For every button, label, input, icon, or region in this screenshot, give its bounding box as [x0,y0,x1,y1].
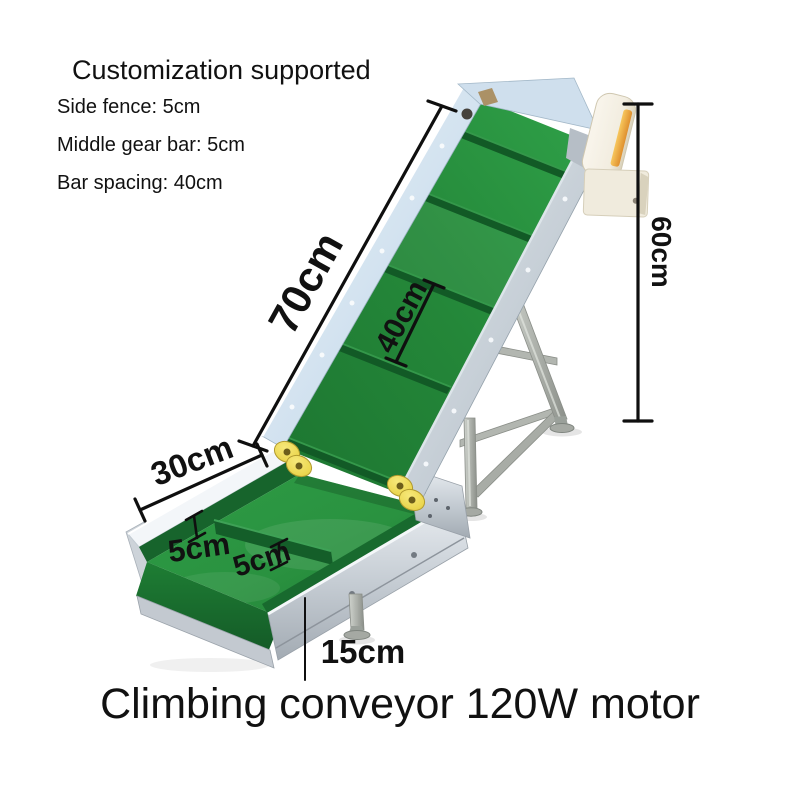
spec-middle-gear-bar: Middle gear bar: 5cm [57,134,245,156]
gear-bars [285,130,574,488]
belt-apron [136,562,282,652]
dim-label-60cm: 60cm [646,216,677,288]
front-fence [262,492,458,614]
stand-foot [549,423,575,433]
bottom-frame [136,595,275,669]
product-caption: Climbing conveyor 120W motor [100,680,700,728]
dim-line-5cm-fence [184,509,207,544]
dim-label-15cm: 15cm [320,633,406,670]
dim-line-40cm [384,278,446,368]
motor-label [610,109,633,167]
side-fence [139,459,300,562]
tail-leg [348,593,365,631]
head-bolt [461,108,473,120]
drive-motor [566,92,650,218]
transfer-rollers [273,440,426,512]
horizontal-conveyor [125,445,471,669]
spec-side-fence: Side fence: 5cm [57,96,201,118]
incline-belt [283,100,583,493]
spec-bar-spacing: Bar spacing: 40cm [57,172,223,194]
dim-line-60cm [622,102,654,423]
middle-gear-bar [214,520,333,565]
incline-conveyor [260,77,605,506]
tail-foot [343,630,371,640]
customization-title: Customization supported [72,55,371,85]
dim-line-70cm [237,99,458,453]
motor-gearbox [582,168,650,218]
dim-line-5cm-bar [269,537,289,572]
left-rail-bolts [289,143,445,410]
dim-line-30cm [133,442,269,523]
right-rail-bolts [423,196,568,467]
dimension-annotations [133,99,654,681]
